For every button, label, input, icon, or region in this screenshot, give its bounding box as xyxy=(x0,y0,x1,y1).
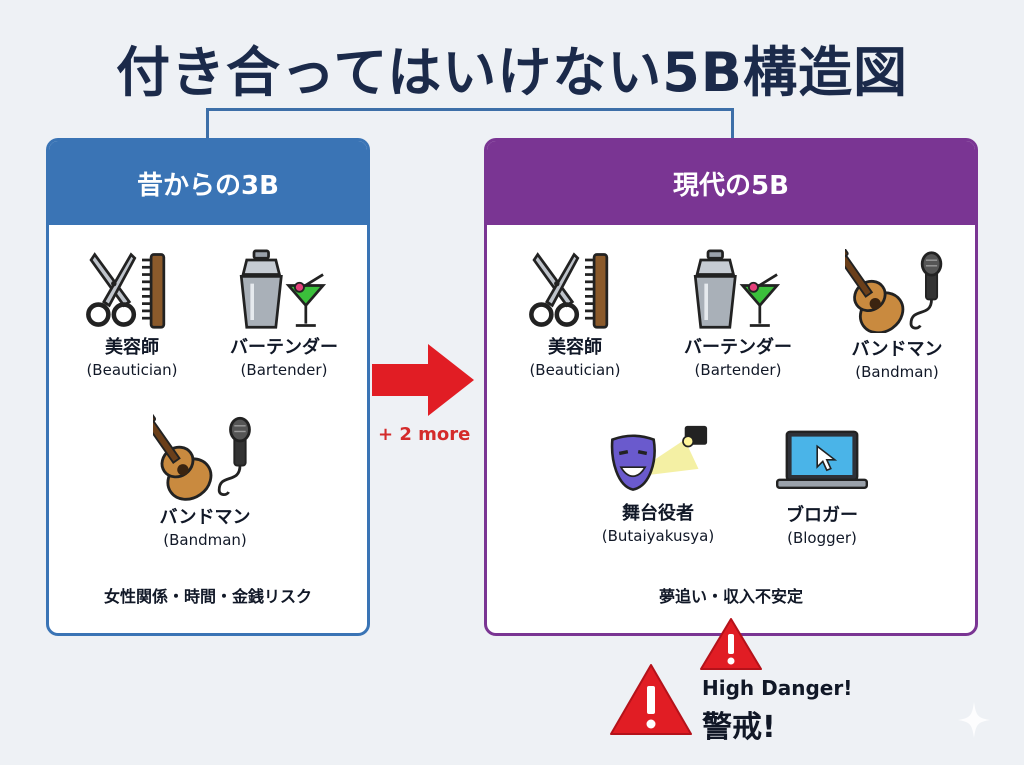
shaker-cocktail-icon xyxy=(234,249,334,331)
item-label-en: (Bandman) xyxy=(855,363,939,381)
warning-triangle-icon xyxy=(610,664,692,735)
item-label-en: (Bartender) xyxy=(240,361,328,379)
scissors-comb-icon xyxy=(82,249,182,331)
arrow-right-icon xyxy=(372,344,474,416)
item-label-jp: バーテンダー xyxy=(230,337,338,358)
item-label-jp: 美容師 xyxy=(105,337,159,358)
item-bandman: バンドマン (Bandman) xyxy=(827,249,967,381)
danger-label: High Danger! xyxy=(702,676,853,700)
item-label-jp: バンドマン xyxy=(851,339,943,360)
scissors-comb-icon xyxy=(525,249,625,331)
item-stage-actor: 舞台役者 (Butaiyakusya) xyxy=(583,415,733,545)
item-label-en: (Beautician) xyxy=(529,361,621,379)
item-beautician: 美容師 (Beautician) xyxy=(67,249,197,379)
transition-label: + 2 more xyxy=(378,424,471,445)
item-label-jp: バンドマン xyxy=(159,507,251,528)
item-label-en: (Beautician) xyxy=(86,361,178,379)
warning-triangle-icon xyxy=(700,618,762,670)
sparkle-icon xyxy=(958,702,990,738)
item-label-jp: バーテンダー xyxy=(684,337,792,358)
item-bandman: バンドマン (Bandman) xyxy=(135,413,275,549)
item-label-en: (Bandman) xyxy=(163,531,247,549)
page-title: 付き合ってはいけない5B構造図 xyxy=(116,41,908,104)
item-label-jp: 舞台役者 xyxy=(622,503,694,524)
guitar-mic-icon xyxy=(153,413,257,501)
risk-text: 女性関係・時間・金銭リスク xyxy=(103,587,312,606)
theater-mask-icon xyxy=(602,415,714,497)
item-bartender: バーテンダー (Bartender) xyxy=(663,249,813,379)
panel-old-3b: 昔からの3B 美容師 (Beautician) バーテンダー (Bartende… xyxy=(46,138,370,636)
caution-label: 警戒! xyxy=(702,710,776,745)
item-label-en: (Bartender) xyxy=(694,361,782,379)
panel-header-old-3b: 昔からの3B xyxy=(49,141,367,225)
item-bartender: バーテンダー (Bartender) xyxy=(209,249,359,379)
item-label-en: (Blogger) xyxy=(787,529,857,547)
risk-text: 夢追い・収入不安定 xyxy=(658,587,803,606)
item-label-en: (Butaiyakusya) xyxy=(601,527,715,545)
item-beautician: 美容師 (Beautician) xyxy=(505,249,645,379)
panel-header-modern-5b: 現代の5B xyxy=(487,141,975,225)
header-connector-line xyxy=(206,108,734,140)
guitar-mic-icon xyxy=(845,249,949,333)
item-label-jp: 美容師 xyxy=(548,337,602,358)
panel-modern-5b: 現代の5B 美容師 (Beautician) バーテンダー (Bartender… xyxy=(484,138,978,636)
item-blogger: ブロガー (Blogger) xyxy=(757,427,887,547)
laptop-icon xyxy=(767,427,877,499)
shaker-cocktail-icon xyxy=(688,249,788,331)
item-label-jp: ブロガー xyxy=(786,505,858,526)
